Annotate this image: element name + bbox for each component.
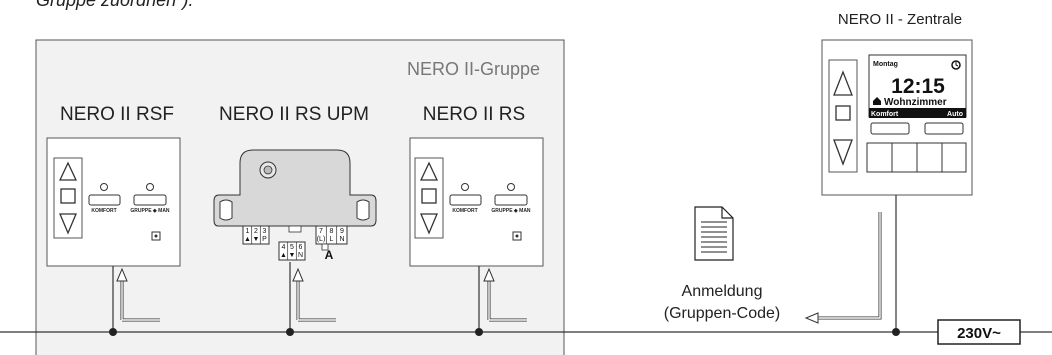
led-icon: [146, 183, 154, 191]
rsf-btn-left: KOMFORT: [91, 208, 116, 214]
square-icon: [421, 188, 437, 204]
registration-line2: (Gruppen-Code): [664, 305, 781, 322]
svg-text:▼: ▼: [289, 252, 296, 259]
display-mode-left: Komfort: [871, 111, 899, 118]
house-icon: [873, 97, 881, 105]
central-device: [821, 39, 973, 196]
rs-btn-right: GRUPPE ◆ MAN: [491, 208, 531, 214]
led-icon: [507, 183, 515, 191]
bus-node: [475, 328, 483, 336]
signal-arrow-icon: [483, 267, 495, 282]
svg-text:3: 3: [263, 228, 267, 235]
signal-arrow-icon: [292, 267, 304, 282]
upm-device: [213, 149, 377, 261]
display-day: Montag: [873, 61, 898, 68]
up-arrow-icon: [419, 161, 439, 181]
registration-line1: Anmeldung: [682, 283, 763, 300]
display-time: 12:15: [891, 75, 945, 98]
svg-text:5: 5: [290, 244, 294, 251]
down-arrow-icon: [59, 213, 77, 235]
svg-text:4: 4: [282, 244, 286, 251]
svg-text:6: 6: [299, 244, 303, 251]
power-label: 230V~: [957, 325, 1001, 342]
header-text: Gruppe zuordnen").: [36, 0, 193, 10]
svg-text:N: N: [339, 236, 344, 243]
signal-arrow-icon: [804, 312, 819, 324]
document-icon: [694, 206, 734, 261]
svg-text:P: P: [262, 236, 267, 243]
rs-title: NERO II RS: [423, 104, 525, 125]
upm-mark: A: [325, 248, 334, 262]
upm-terminals: 1 2 3 ▲ ▼ P 4 5 6 ▲ ▼ N 7 8 9 (L) L N: [244, 228, 345, 259]
svg-text:1: 1: [246, 228, 250, 235]
up-arrow-icon: [833, 70, 853, 96]
svg-text:8: 8: [330, 228, 334, 235]
upm-title: NERO II RS UPM: [219, 104, 369, 125]
led-icon: [100, 183, 108, 191]
rs-btn-left: KOMFORT: [452, 208, 477, 214]
group-label: NERO II-Gruppe: [407, 59, 540, 79]
svg-text:▲: ▲: [244, 236, 251, 243]
svg-text:N: N: [298, 252, 303, 259]
svg-text:▼: ▼: [253, 236, 260, 243]
rsf-device: [46, 137, 181, 267]
svg-text:L: L: [330, 236, 334, 243]
up-arrow-icon: [58, 161, 78, 181]
square-icon: [60, 188, 76, 204]
svg-text:7: 7: [319, 228, 323, 235]
bus-node: [892, 328, 900, 336]
down-arrow-icon: [833, 139, 853, 166]
display-room: Wohnzimmer: [884, 97, 947, 108]
rsf-btn-right: GRUPPE ◆ MAN: [130, 208, 170, 214]
down-arrow-icon: [420, 213, 438, 235]
central-title: NERO II - Zentrale: [838, 11, 962, 28]
svg-text:2: 2: [254, 228, 258, 235]
square-icon: [835, 105, 851, 121]
signal-arrow-icon: [116, 267, 128, 282]
bus-node: [109, 328, 117, 336]
bus-node: [286, 328, 294, 336]
power-box: [937, 319, 1021, 345]
svg-text:(L): (L): [317, 236, 326, 243]
svg-text:▲: ▲: [280, 252, 287, 259]
display: [868, 54, 967, 118]
led-icon: [461, 183, 469, 191]
display-mode-right: Auto: [947, 111, 963, 118]
rsf-title: NERO II RSF: [60, 104, 174, 125]
rs-device: [409, 137, 544, 267]
svg-text:9: 9: [340, 228, 344, 235]
